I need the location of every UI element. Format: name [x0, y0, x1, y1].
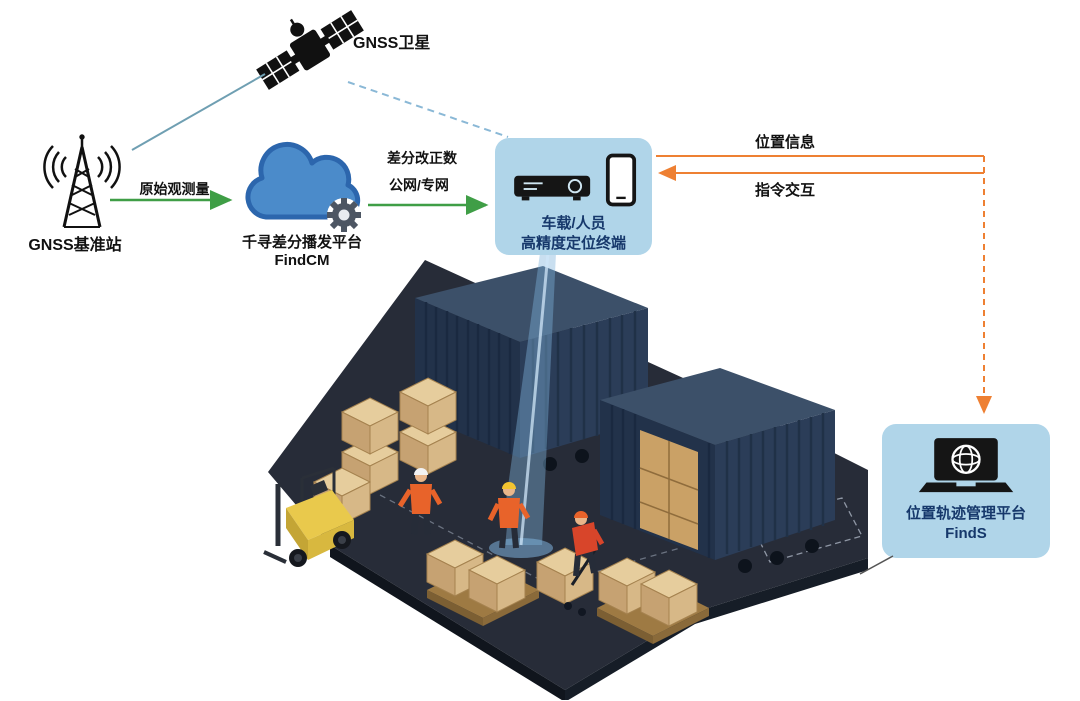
cloud-platform-icon [245, 141, 361, 232]
base-station-icon [43, 134, 121, 228]
warehouse-illustration [263, 252, 868, 700]
corrections-label-line2: 公网/专网 [389, 177, 449, 193]
satellite-label: GNSS卫星 [353, 35, 431, 52]
worker-figure-1 [397, 468, 443, 535]
positioning-beam [489, 252, 556, 558]
base-station-label: GNSS基准站 [28, 237, 122, 254]
terminal-label-line1: 车载/人员 [541, 215, 606, 232]
terminal-label-line2: 高精度定位终端 [520, 235, 626, 253]
satellite-icon [256, 10, 364, 90]
laptop-globe-icon [918, 438, 1014, 493]
worker-figure-3 [572, 511, 605, 577]
gear-icon [327, 198, 361, 232]
platform-product-label: FindS [945, 525, 987, 543]
command-label: 指令交互 [755, 182, 816, 199]
raw-obs-label: 原始观测量 [139, 181, 210, 197]
platform-panel: 位置轨迹管理平台 FindS [882, 424, 1050, 558]
cloud-product-label: FindCM [274, 252, 330, 269]
worker-figure-2 [487, 482, 531, 549]
platform-label: 位置轨迹管理平台 [905, 505, 1026, 522]
forklift-icon [263, 466, 354, 567]
terminal-panel: 车载/人员 高精度定位终端 [495, 138, 652, 255]
shipping-container-2 [600, 368, 835, 573]
position-info-label: 位置信息 [755, 134, 816, 151]
corrections-label-line1: 差分改正数 [387, 150, 457, 166]
pallet-right [597, 557, 709, 644]
shipping-container-1 [415, 266, 648, 471]
vehicle-terminal-icon [513, 175, 590, 201]
phone-icon [605, 153, 636, 207]
pallet-center [426, 539, 539, 626]
cloud-platform-label: 千寻差分播发平台 [241, 234, 362, 251]
